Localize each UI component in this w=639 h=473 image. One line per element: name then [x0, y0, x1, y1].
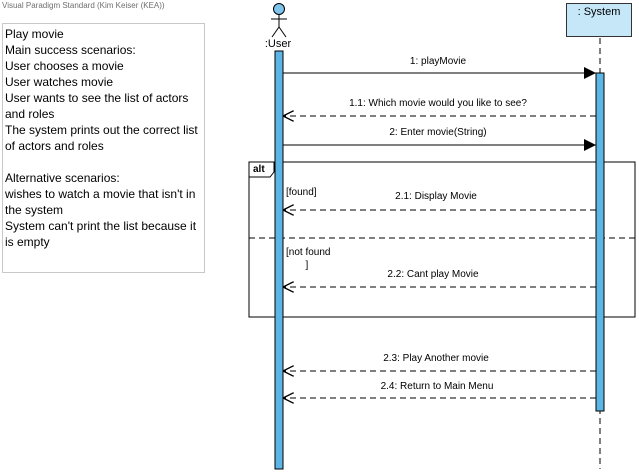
user-activation-bar[interactable] [274, 50, 284, 470]
message-label: 2.1: Display Movie [395, 191, 477, 202]
message-label: 2.4: Return to Main Menu [380, 381, 494, 392]
message-label: 2.3: Play Another movie [383, 353, 489, 364]
message-label: 1: playMovie [409, 56, 467, 67]
use-case-notes[interactable] [2, 23, 205, 273]
guard-not-found: [not found ] [286, 247, 331, 271]
guard-found: [found] [286, 187, 317, 198]
message-label: 1.1: Which movie would you like to see? [349, 98, 527, 109]
system-lifeline-label: : System [577, 6, 621, 18]
message-label: 2.2: Cant play Movie [387, 269, 479, 280]
system-lifeline-head[interactable]: : System [566, 3, 632, 37]
use-case-notes-text: Play movie Main success scenarios: User … [5, 27, 198, 249]
message-label: 2: Enter movie(String) [389, 127, 487, 138]
user-actor-icon[interactable] [271, 3, 287, 38]
user-lifeline-label: :User [264, 38, 292, 50]
alt-fragment[interactable] [248, 161, 636, 318]
alt-fragment-tab [249, 162, 275, 178]
system-activation-bar[interactable] [595, 72, 605, 412]
alt-operator-label: alt [253, 164, 265, 175]
watermark: Visual Paradigm Standard (Kim Keiser (KE… [2, 1, 165, 10]
